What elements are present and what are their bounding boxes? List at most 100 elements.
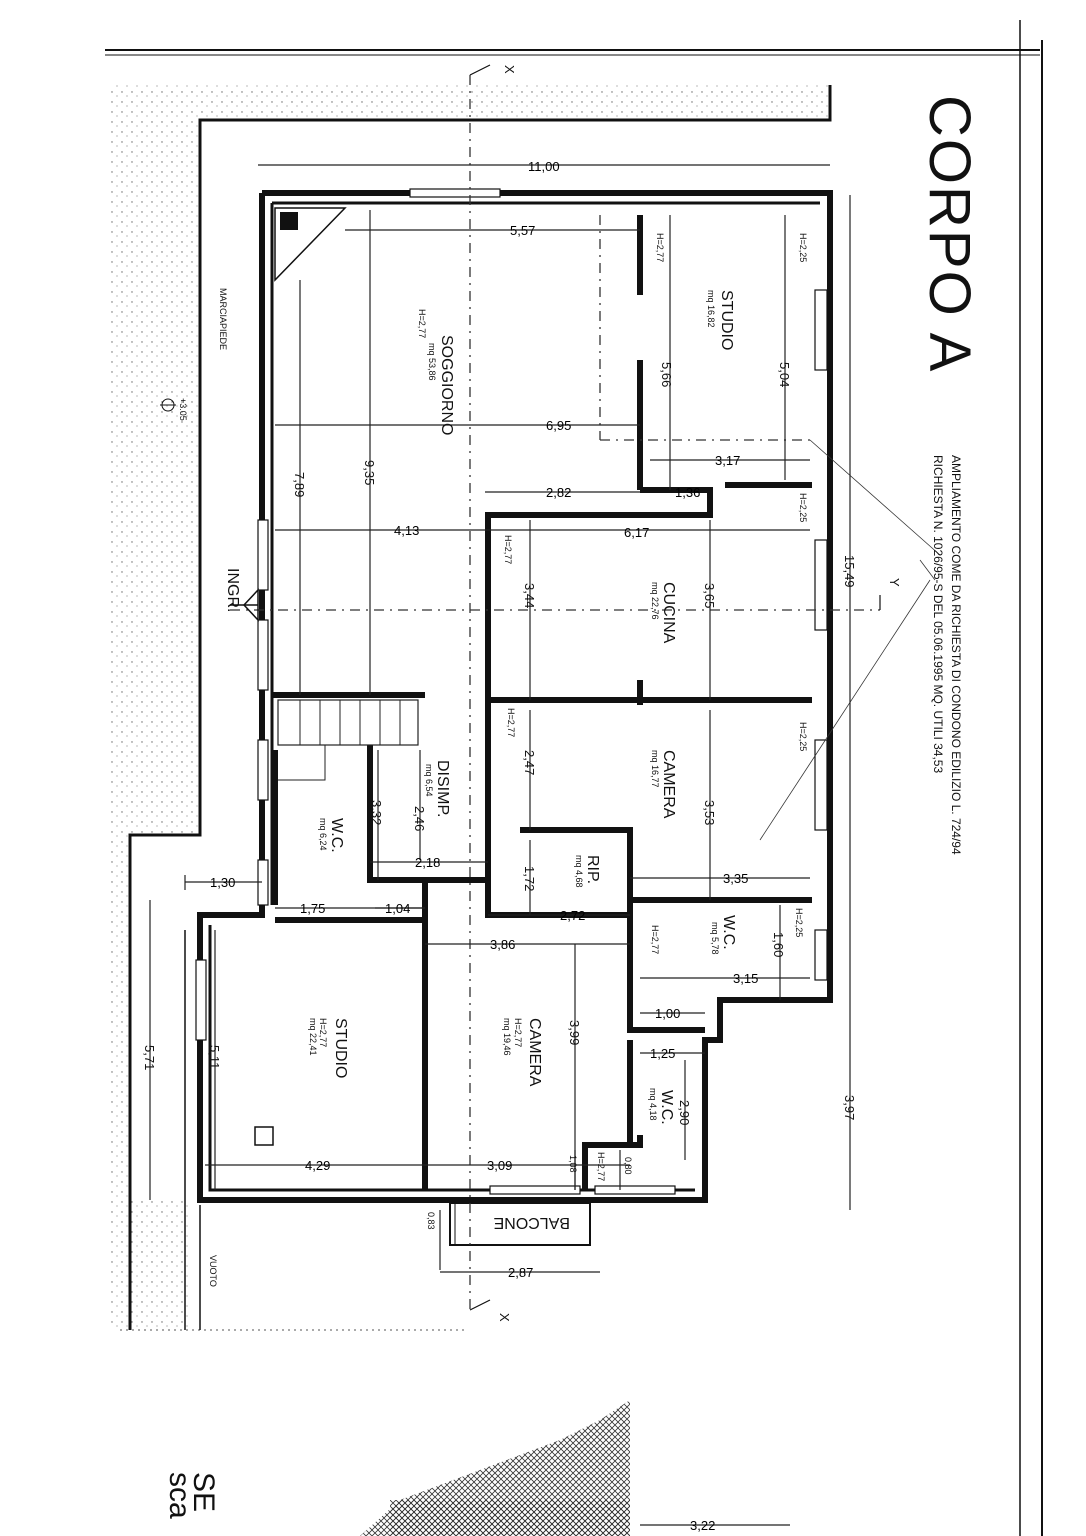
dim-label: 1,72 [522, 866, 537, 891]
dim-label: 6,95 [546, 418, 571, 433]
room-name: W.C. [720, 915, 737, 950]
room-name: SOGGIORNO [438, 335, 455, 435]
room-name: CAMERA [526, 1018, 543, 1087]
room-area: mq 16,77 [650, 750, 660, 788]
level-marker [160, 398, 176, 412]
vuoto-label: VUOTO [208, 1255, 218, 1287]
dim-label: 1,08 [568, 1155, 578, 1173]
section-x-bottom: X [497, 1313, 512, 1322]
dim-label: 2,87 [508, 1265, 533, 1280]
room-name: STUDIO [332, 1018, 349, 1078]
section-x-top: X [502, 65, 517, 74]
room-height: H=2,77 [513, 1018, 523, 1047]
height-mark: H=2,25 [794, 908, 804, 937]
dim-label: 15,49 [842, 555, 857, 588]
dim-label: 5,57 [510, 223, 535, 238]
height-mark: H=2,25 [798, 493, 808, 522]
dim-label: 1,30 [210, 875, 235, 890]
room-name: STUDIO [718, 290, 735, 350]
balcony-label: BALCONE [494, 1214, 570, 1231]
dim-label: 11,00 [528, 159, 560, 174]
dim-label: 2,82 [546, 485, 571, 500]
bottom-text-1: SE [187, 1472, 220, 1512]
height-mark: H=2,25 [798, 722, 808, 751]
entrance-label: INGR. [224, 568, 241, 612]
dim-label: 4,13 [394, 523, 419, 538]
dim-label: 3,32 [369, 800, 384, 825]
dim-label: 9,35 [362, 460, 377, 485]
height-mark: H=2,77 [655, 233, 665, 262]
room-name: RIP. [584, 855, 601, 884]
balcony [449, 1202, 591, 1246]
room-area: mq 5,78 [710, 922, 720, 955]
room-area: mq 6,54 [424, 764, 434, 797]
dim-label: 1,75 [300, 901, 325, 916]
dim-label: 6,17 [624, 525, 649, 540]
room-area: mq 22,41 [308, 1018, 318, 1056]
room-area: mq 22,76 [650, 582, 660, 620]
dim-label: 3,22 [690, 1518, 715, 1533]
room-area: mq 19,46 [502, 1018, 512, 1056]
room-area: mq 16,82 [706, 290, 716, 328]
dim-label: 7,89 [292, 472, 307, 497]
dim-label: 5,04 [777, 362, 792, 387]
dim-label: 3,15 [733, 971, 758, 986]
dim-label: 1,36 [675, 485, 700, 500]
height-mark: H=2,77 [503, 535, 513, 564]
note-line-1: AMPLIAMENTO COME DA RICHIESTA DI CONDONO… [949, 455, 963, 855]
room-area: mq 4,18 [648, 1088, 658, 1121]
dim-label: 0,83 [426, 1212, 436, 1230]
room-name: W.C. [328, 818, 345, 853]
dim-label: 1,25 [650, 1046, 675, 1061]
height-mark: H=2,77 [596, 1152, 606, 1181]
dimension-labels: 11,00 5,57 5,66 5,04 6,95 9,35 7,89 3,17… [142, 159, 857, 1533]
page-frame [105, 20, 1043, 1536]
dim-label: 3,99 [567, 1020, 582, 1045]
entrance-marker [230, 588, 259, 622]
dim-label: 3,53 [702, 800, 717, 825]
dim-label: 1,00 [655, 1006, 680, 1021]
room-height: H=2,77 [318, 1018, 328, 1047]
drawing-title: CORPO A [917, 95, 982, 373]
dim-label: 5,11 [207, 1045, 222, 1069]
dim-label: 5,66 [659, 362, 674, 387]
dim-label: 3,97 [842, 1095, 857, 1120]
dim-label: 3,65 [702, 583, 717, 608]
room-labels: SOGGIORNO mq 53,86 H=2,77 STUDIO mq 16,8… [308, 290, 737, 1125]
spot-level: +3.05 [178, 398, 188, 421]
dim-label: 2,46 [412, 806, 427, 831]
height-mark: H=2,77 [506, 708, 516, 737]
dimension-lines [149, 164, 851, 1526]
dim-label: 2,72 [560, 908, 585, 923]
fireplace [254, 207, 347, 1146]
room-area: mq 53,86 [427, 343, 437, 381]
dim-label: 1,04 [385, 901, 410, 916]
windows [195, 188, 828, 1195]
height-mark: H=2,25 [798, 233, 808, 262]
marciapiede-label: MARCIAPIEDE [218, 288, 228, 350]
dim-label: 3,09 [487, 1158, 512, 1173]
note-line-2: RICHIESTA N. 1026/95-S DEL 05.06.1995 MQ… [931, 455, 945, 773]
room-name: CAMERA [660, 750, 677, 819]
staircase [277, 699, 419, 781]
room-name: DISIMP. [434, 760, 451, 818]
dim-label: 1,60 [771, 932, 786, 957]
dim-label: 2,47 [522, 750, 537, 775]
dim-label: 0,80 [623, 1157, 633, 1175]
exterior-hatch [110, 85, 830, 1536]
dim-label: 3,86 [490, 937, 515, 952]
height-marks: H=2,77 H=2,25 H=2,77 H=2,25 H=2,77 H=2,2… [503, 233, 808, 1181]
section-lines [230, 64, 941, 1311]
section-y: Y [887, 578, 902, 587]
room-area: mq 4,68 [574, 855, 584, 888]
room-name: CUCINA [660, 582, 677, 644]
room-area: mq 6,24 [318, 818, 328, 851]
site-boundary [128, 85, 832, 1330]
dim-label: 2,18 [415, 855, 440, 870]
dim-label: 3,35 [723, 871, 748, 886]
dim-label: 2,90 [677, 1100, 692, 1125]
dim-label: 3,44 [522, 583, 537, 608]
room-height: H=2,77 [417, 309, 427, 338]
dim-label: 4,29 [305, 1158, 330, 1173]
